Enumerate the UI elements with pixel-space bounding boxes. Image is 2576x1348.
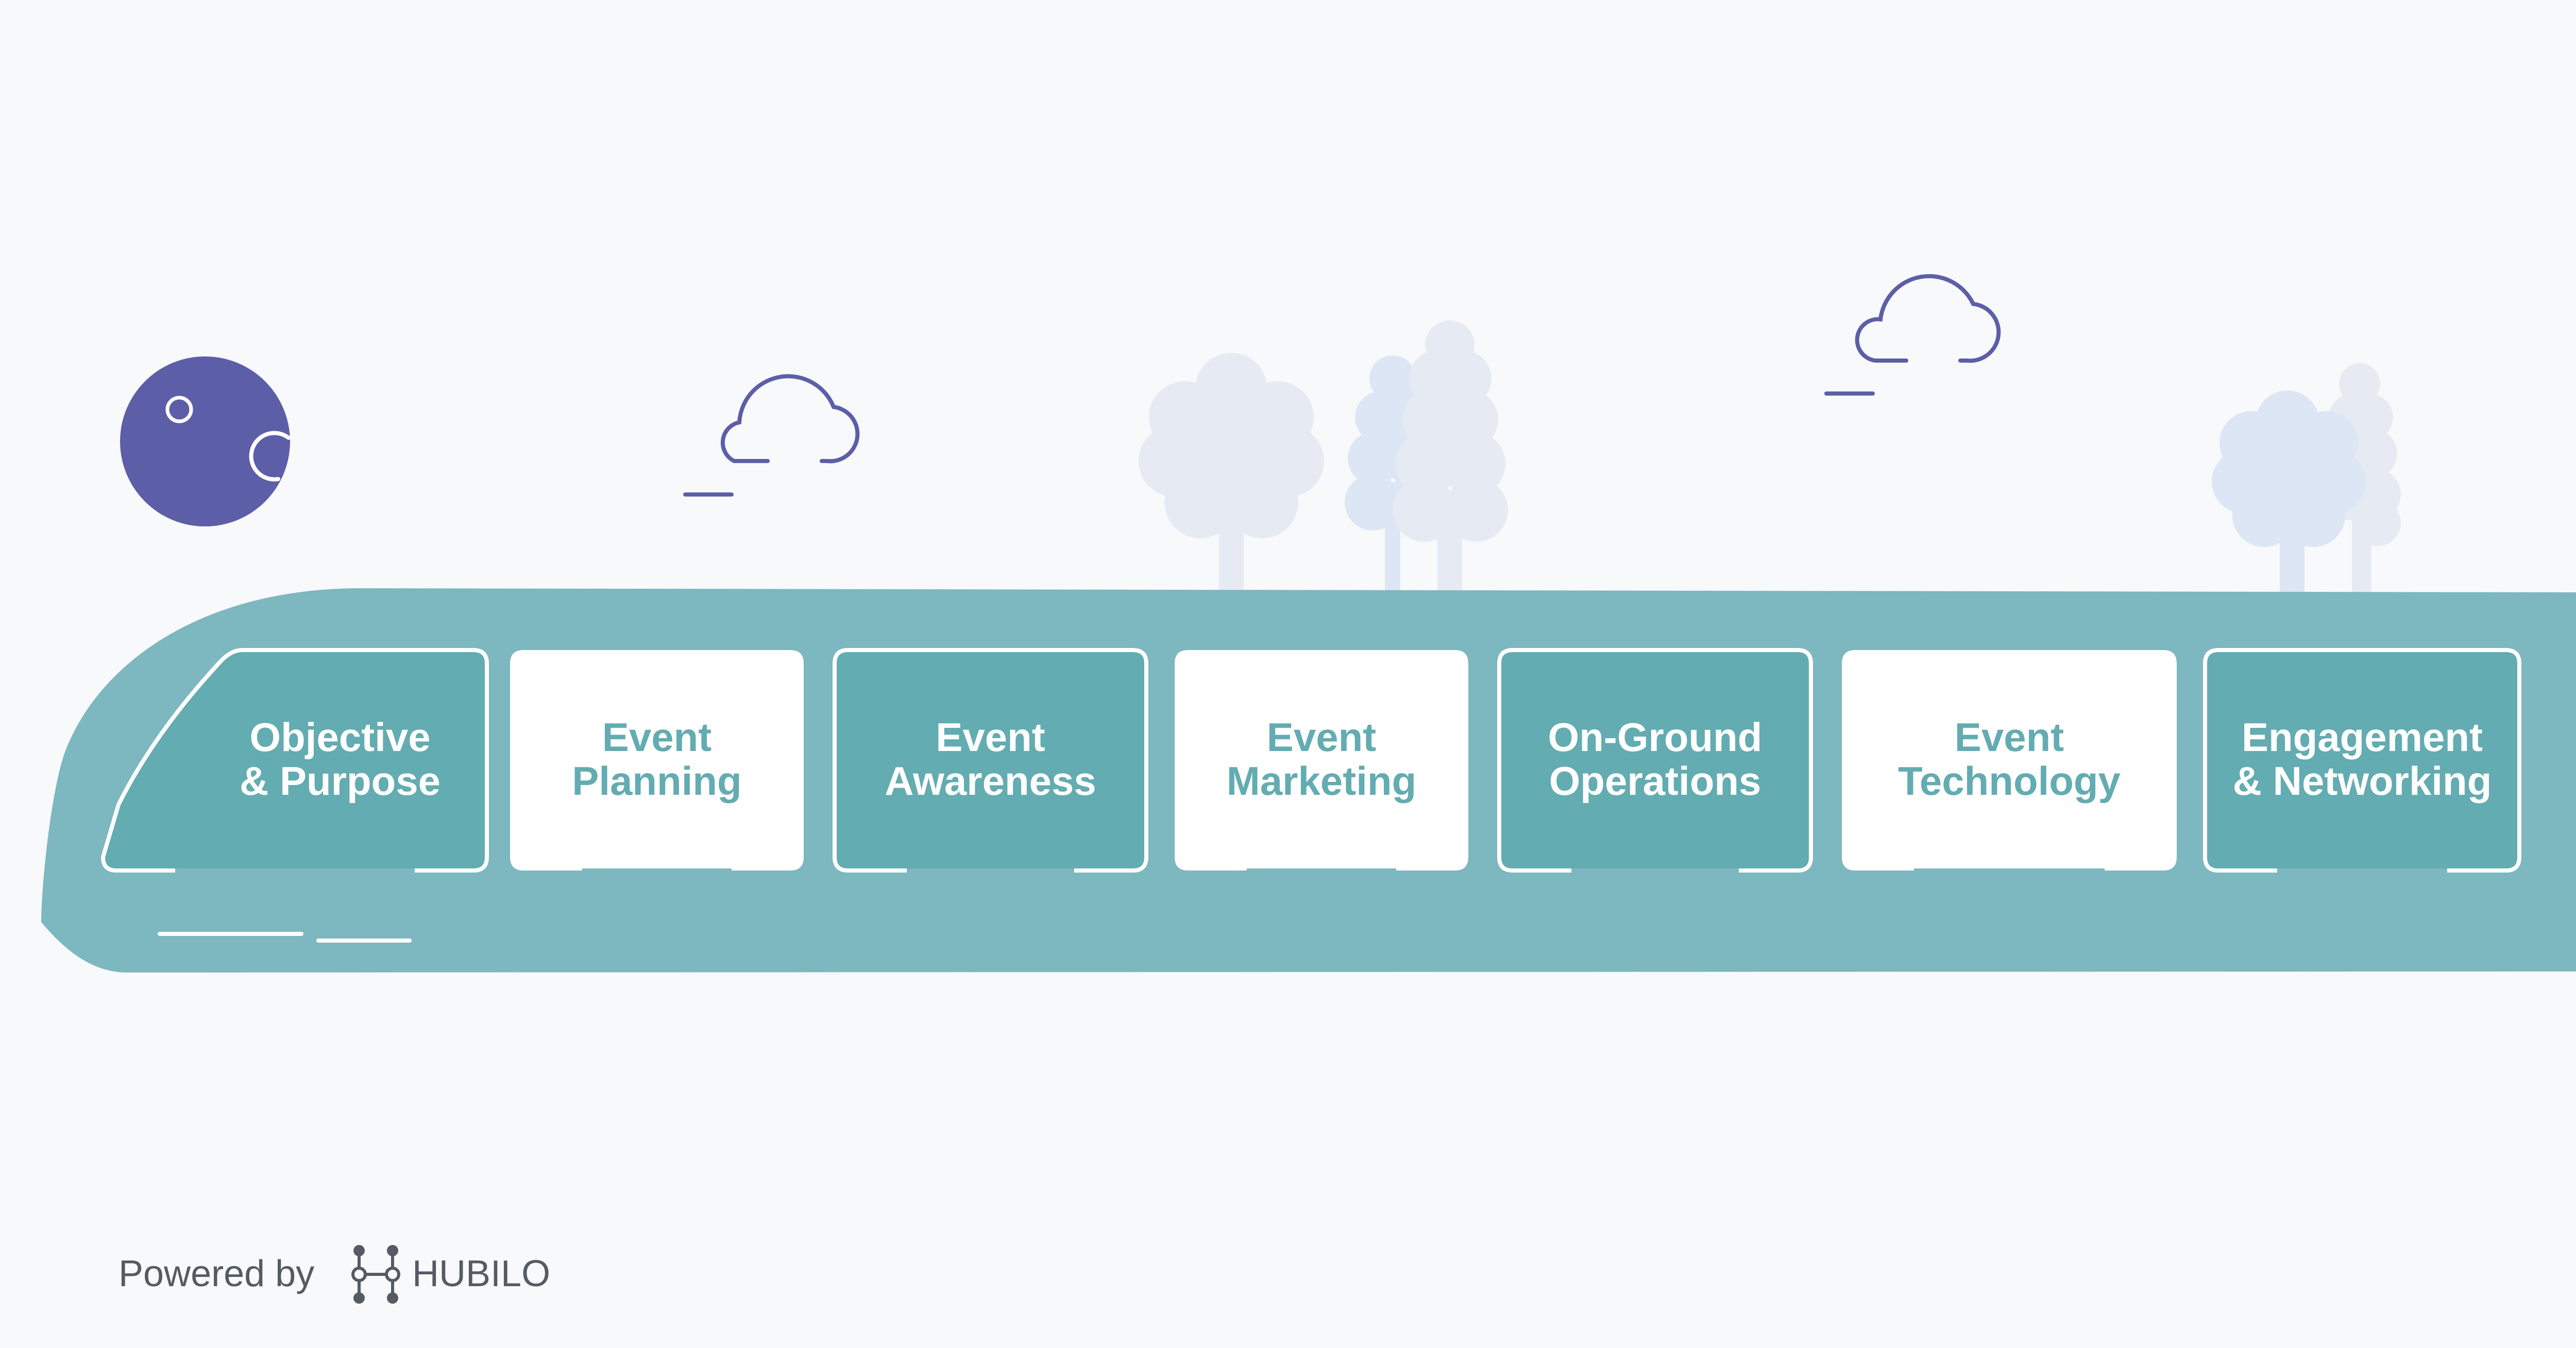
car-label-line: Event — [602, 714, 711, 760]
car-door-gap — [582, 868, 732, 874]
car-label-line: Operations — [1549, 758, 1761, 804]
car-window — [833, 648, 1148, 873]
tree-icon — [1139, 353, 1324, 598]
car-door-gap — [1914, 868, 2105, 874]
train-car-7: Engagement& Networking — [2203, 648, 2521, 874]
train-car-1: Objective& Purpose — [100, 648, 489, 874]
car-label-line: & Networking — [2233, 758, 2492, 804]
car-door-gap — [1247, 868, 1396, 874]
car-window — [100, 648, 489, 873]
car-label-line: Objective — [249, 714, 430, 760]
car-label-line: Technology — [1898, 758, 2121, 804]
car-window — [1497, 648, 1813, 873]
car-window — [510, 650, 804, 871]
car-label-line: On-Ground — [1548, 714, 1762, 760]
brand-name: HUBILO — [412, 1253, 550, 1294]
car-label-line: Event — [936, 714, 1045, 760]
car-door-gap — [2277, 868, 2447, 874]
powered-by-text: Powered by — [118, 1253, 314, 1294]
car-door-gap — [175, 868, 415, 874]
footer: Powered by HUBILO — [118, 1245, 550, 1304]
car-label-line: Engagement — [2242, 714, 2483, 760]
car-window — [1175, 650, 1468, 871]
speed-lines — [158, 932, 412, 943]
train-cars: Objective& PurposeEventPlanningEventAwar… — [100, 648, 2521, 874]
car-label-line: Marketing — [1227, 758, 1416, 804]
car-window — [2203, 648, 2521, 873]
tree-icon — [1393, 320, 1508, 598]
cloud-icon — [683, 374, 860, 497]
car-window — [1842, 650, 2177, 871]
car-label-line: Event — [1955, 714, 2064, 760]
car-door-gap — [907, 868, 1074, 874]
cloud-icon — [1824, 274, 2001, 396]
hubilo-logo-icon — [351, 1245, 400, 1304]
tree-icon — [2212, 390, 2366, 598]
car-label-line: Awareness — [885, 758, 1096, 804]
car-door-gap — [1571, 868, 1739, 874]
car-label-line: Planning — [572, 758, 741, 804]
car-label-line: Event — [1267, 714, 1376, 760]
moon-icon — [120, 356, 291, 526]
car-label-line: & Purpose — [240, 758, 440, 804]
